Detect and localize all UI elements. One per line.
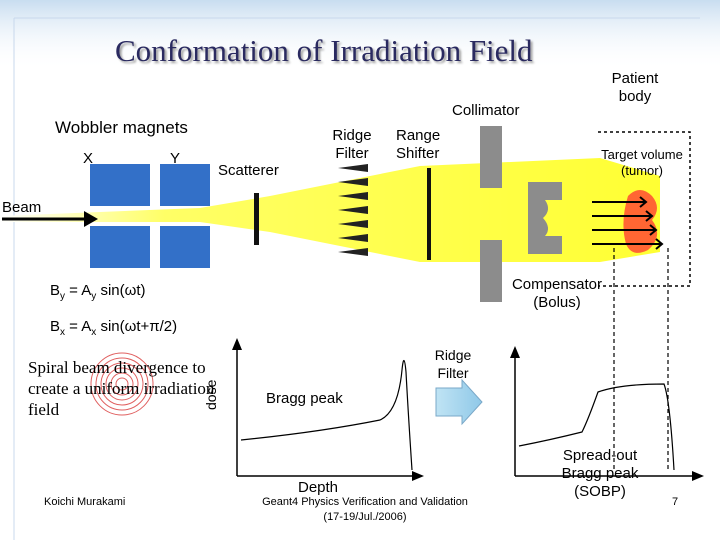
sobp-y-arrow (510, 346, 520, 358)
collimator-label: Collimator (452, 102, 520, 119)
target-volume-label: Target volume (tumor) (601, 147, 683, 178)
ridge-filter-label: Ridge Filter (332, 127, 372, 162)
beam-arrow-head (84, 211, 98, 227)
wobbler-magnet-y-bottom (160, 226, 210, 268)
depth-axis-label: Depth (298, 479, 339, 496)
tumor (623, 190, 658, 253)
equation-by: By = Ay sin(ωt) (50, 282, 146, 302)
scatterer (254, 193, 259, 245)
ridge-filter (338, 164, 368, 256)
wobbler-magnet-y-top (160, 164, 210, 206)
y-label: Y (170, 150, 181, 167)
slide-title: Conformation of Irradiation Field (115, 33, 533, 68)
ridge-filter-arrow-label: Ridge Filter (434, 347, 472, 381)
sobp-curve (518, 383, 675, 471)
patient-body-label: Patient body (611, 70, 659, 105)
equation-bx: Bx = Ax sin(ωt+π/2) (50, 318, 178, 338)
beam-label: Beam (2, 199, 42, 216)
collimator-top (480, 126, 502, 188)
wobbler-magnets-label: Wobbler magnets (55, 118, 188, 137)
sobp-x-arrow (692, 471, 704, 481)
plot-x-arrow (412, 471, 424, 481)
range-shifter-label: Range Shifter (396, 127, 441, 162)
wobbler-magnet-x-top (90, 164, 150, 206)
footer-venue: Geant4 Physics Verification and Validati… (262, 496, 468, 523)
dose-axis-label: dose (203, 379, 219, 410)
footer-author: Koichi Murakami (44, 496, 126, 508)
x-label: X (83, 150, 94, 167)
bragg-peak-label: Bragg peak (266, 390, 343, 407)
ridge-filter-arrow (435, 378, 483, 426)
top-gradient (0, 0, 720, 70)
spiral-caption: Spiral beam divergence to create a unifo… (28, 358, 215, 419)
wobbler-magnet-x-bottom (90, 226, 150, 268)
patient-body-outline (598, 131, 691, 287)
page-number: 7 (672, 496, 679, 508)
scatterer-label: Scatterer (218, 162, 279, 179)
compensator-label: Compensator (Bolus) (511, 276, 603, 311)
sobp-label: Spread-out Bragg peak (SOBP) (561, 447, 639, 500)
compensator-top (528, 182, 562, 200)
dose-arrows (592, 196, 664, 250)
bragg-curve (240, 359, 413, 471)
collimator-bottom (480, 240, 502, 302)
plot-y-arrow (232, 338, 242, 350)
compensator-bottom (528, 236, 562, 254)
range-shifter (427, 168, 431, 260)
compensator-bolus (528, 200, 549, 236)
